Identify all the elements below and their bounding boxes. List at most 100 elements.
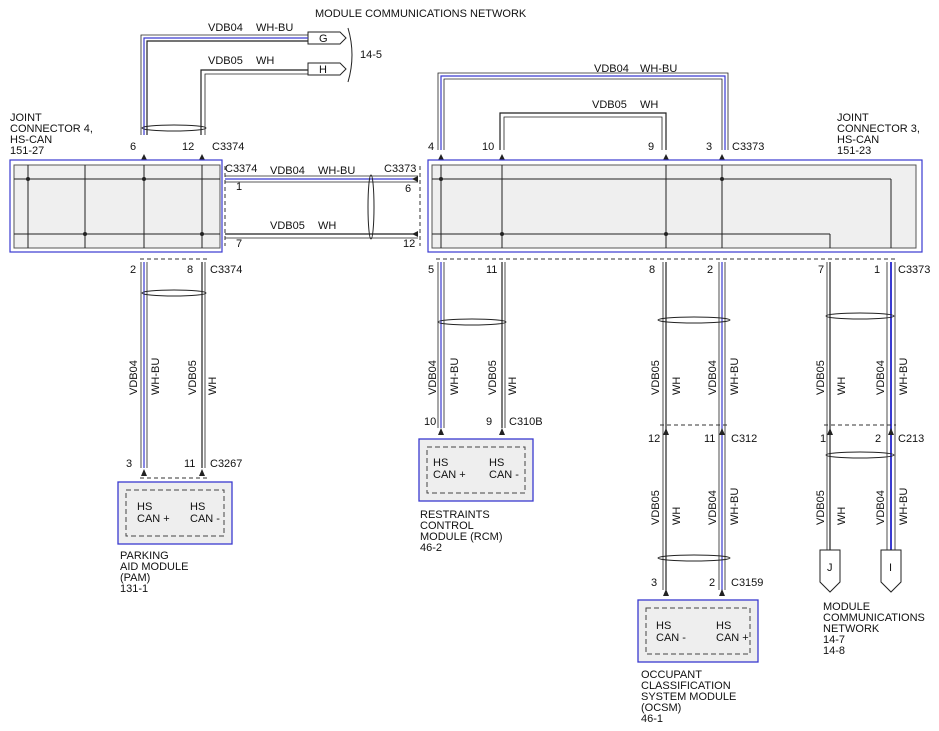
jc3-label-1: JOINT <box>837 112 869 124</box>
jc4-label-4: 151-27 <box>10 145 44 157</box>
jc3-pin-2: 2 <box>707 264 713 276</box>
ref-14-5: 14-5 <box>360 49 382 61</box>
jc4-label-3: HS-CAN <box>10 134 52 146</box>
wire-ocsm <box>662 262 726 590</box>
rcm-can-plus: CAN + <box>433 469 466 481</box>
ocsm-pin-2: 2 <box>709 577 715 589</box>
svg-text:WH: WH <box>671 507 683 525</box>
pam-name-4: 131-1 <box>120 583 148 595</box>
wire-vdb05-to-h <box>200 69 308 135</box>
arrow <box>141 469 147 476</box>
rcm-name-1: RESTRAINTS <box>420 509 490 521</box>
rcm-can-minus: CAN - <box>489 469 519 481</box>
ocsm-label-vdb04-2: VDB04 <box>707 490 719 525</box>
c312-conn: C312 <box>731 433 757 445</box>
rcm-label-wh: WH <box>507 377 519 395</box>
arrow <box>888 428 894 435</box>
arrow <box>199 469 205 476</box>
joint-connector-4 <box>9 159 223 253</box>
jc3-pin-10: 10 <box>482 141 494 153</box>
mcn-label-vdb04: VDB04 <box>875 360 887 395</box>
jc3-label-2: CONNECTOR 3, <box>837 123 920 135</box>
pam-hs-1: HS <box>137 501 152 513</box>
pam-name-3: (PAM) <box>120 572 150 584</box>
svg-text:VDB04: VDB04 <box>875 490 887 525</box>
svg-text:H: H <box>319 64 327 76</box>
wire-pam <box>140 262 206 468</box>
ocsm-pin-3: 3 <box>651 577 657 589</box>
arrow <box>438 154 444 160</box>
label-vdb04: VDB04 <box>208 22 243 34</box>
mcn-label-vdb05: VDB05 <box>815 360 827 395</box>
c312-pin-11: 11 <box>704 433 715 445</box>
twisted-pair-marker <box>825 312 895 320</box>
svg-text:VDB05: VDB05 <box>487 360 499 395</box>
rcm-label-wh-bu: WH-BU <box>449 358 461 395</box>
svg-text:VDB04: VDB04 <box>707 360 719 395</box>
mcn-label-wh: WH <box>836 377 848 395</box>
mcn-name-2: COMMUNICATIONS <box>823 612 925 624</box>
svg-text:VDB04: VDB04 <box>875 360 887 395</box>
svg-text:WH: WH <box>207 377 219 395</box>
rcm-pin-10: 10 <box>424 416 436 428</box>
arrow <box>719 154 725 160</box>
joint-connector-3 <box>427 159 923 253</box>
pam-label-wh-bu: WH-BU <box>150 358 162 395</box>
mcn-ref-1: 14-7 <box>823 634 845 646</box>
ocsm-label-wh-2: WH <box>671 507 683 525</box>
jc4-conn-top: C3374 <box>212 141 244 153</box>
arrow <box>438 428 444 435</box>
ocsm-label-wh-bu: WH-BU <box>729 358 741 395</box>
bracket <box>347 27 353 83</box>
module-rcm <box>418 438 534 502</box>
rcm-label-vdb04: VDB04 <box>427 360 439 395</box>
twisted-pair-marker <box>657 554 731 562</box>
jc3-top-label-wh-bu: WH-BU <box>640 63 677 75</box>
svg-text:J: J <box>827 562 833 574</box>
bus-vdb04 <box>225 175 418 183</box>
bus-vdb05 <box>225 233 418 239</box>
ocsm-label-wh: WH <box>671 377 683 395</box>
arrow <box>412 176 418 182</box>
twisted-pair-marker <box>825 451 895 459</box>
jc3-top-label-wh: WH <box>640 99 658 111</box>
ocsm-name-1: OCCUPANT <box>641 669 702 681</box>
jc3-pin-9: 9 <box>648 141 654 153</box>
jc3-pin-1: 1 <box>874 264 880 276</box>
ocsm-name-2: CLASSIFICATION <box>641 680 731 692</box>
mcn-name-1: MODULE <box>823 601 870 613</box>
pam-label-vdb05: VDB05 <box>187 360 199 395</box>
jc3-pin-4: 4 <box>428 141 434 153</box>
label-vdb05: VDB05 <box>208 55 243 67</box>
pam-can-minus: CAN - <box>190 513 220 525</box>
ocsm-label-vdb05-2: VDB05 <box>650 490 662 525</box>
pam-hs-2: HS <box>190 501 205 513</box>
svg-text:VDB04: VDB04 <box>128 360 140 395</box>
ocsm-name-3: SYSTEM MODULE <box>641 691 736 703</box>
wire-jc3-vdb05-loop <box>499 112 667 150</box>
jc3-pin-8: 8 <box>649 264 655 276</box>
arrow <box>827 428 833 435</box>
svg-text:WH: WH <box>836 377 848 395</box>
bus-label-wh-bu: WH-BU <box>318 165 355 177</box>
ocsm-hs-2: HS <box>716 620 731 632</box>
jc4-pin-1: 1 <box>236 181 242 193</box>
jc4-pin-2: 2 <box>130 264 136 276</box>
svg-text:VDB05: VDB05 <box>650 360 662 395</box>
rcm-hs-1: HS <box>433 457 448 469</box>
svg-text:WH-BU: WH-BU <box>898 358 910 395</box>
mcn-label-vdb05-2: VDB05 <box>815 490 827 525</box>
diagram-title: MODULE COMMUNICATIONS NETWORK <box>315 8 527 20</box>
pam-pin-11: 11 <box>184 458 195 470</box>
pam-pin-3: 3 <box>126 458 132 470</box>
arrow <box>719 428 725 435</box>
rcm-label-vdb05: VDB05 <box>487 360 499 395</box>
rcm-name-3: MODULE (RCM) <box>420 531 503 543</box>
rcm-name-2: CONTROL <box>420 520 474 532</box>
ocsm-can-plus: CAN + <box>716 632 749 644</box>
bus-conn: C3373 <box>384 163 416 175</box>
ocsm-name-4: (OCSM) <box>641 702 681 714</box>
module-ocsm <box>637 599 759 663</box>
arrow <box>719 589 725 596</box>
